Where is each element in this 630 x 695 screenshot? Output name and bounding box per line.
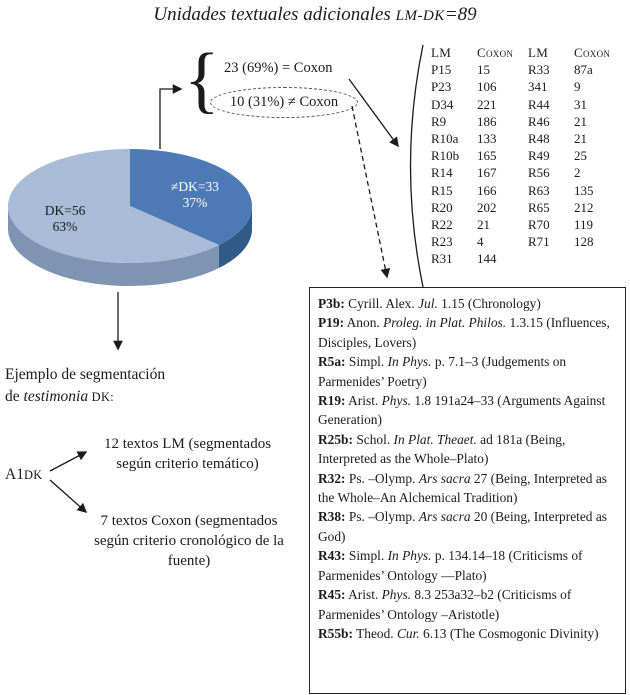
table-cell: R63 (528, 182, 550, 198)
table-cell: 128 (574, 234, 594, 250)
table-cell: 166 (477, 182, 497, 198)
table-cell: 31 (574, 96, 587, 112)
table-cell: R70 (528, 217, 550, 233)
table-header-cell: LM (431, 45, 452, 60)
table-cell: 21 (477, 217, 490, 233)
table-cell: 4 (477, 234, 484, 250)
testimonia-entry: R43: Simpl. In Phys. p. 134.14–18 (Criti… (318, 548, 583, 583)
table-cell: R20 (431, 199, 453, 215)
pie-slice (7, 149, 219, 263)
testimonia-entry: R38: Ps. –Olymp. Ars sacra 20 (Being, In… (318, 509, 608, 544)
a1dk-sub: DK (23, 468, 43, 482)
table-header-cell: Coxon (574, 45, 611, 60)
testimonia-entry: R45: Arist. Phys. 8.3 253a32–b2 (Critici… (318, 587, 572, 622)
table-cell: R22 (431, 217, 453, 233)
table-cell: 25 (574, 148, 587, 164)
figure-title: Unidades textuales adicionales LM-DK=89 (0, 4, 630, 26)
table-cell: 167 (477, 165, 497, 181)
arrow-a1-upper (49, 451, 88, 472)
table-cell: R10b (431, 148, 460, 164)
table-cell: 2 (574, 165, 581, 181)
notequal-coxon-label: 10 (31%) ≠ Coxon (229, 94, 339, 110)
title-suffix: =89 (444, 4, 477, 25)
table-cell: R15 (431, 182, 453, 198)
pie-slice-side (218, 206, 252, 269)
testimonia-entry: P3b: Cyrill. Alex. Jul. 1.15 (Chronology… (318, 296, 541, 311)
arrow-a1-lower (49, 479, 88, 513)
notequal-coxon-oval: 10 (31%) ≠ Coxon (210, 87, 358, 118)
table-cell: 341 (528, 79, 548, 95)
table-cell (574, 250, 618, 267)
table-cell: R48 (528, 131, 550, 147)
table-cell: 186 (477, 113, 497, 129)
table-cell: R46 (528, 113, 550, 129)
table-cell: 133 (477, 131, 497, 147)
table-bracket (409, 44, 424, 288)
table-cell: R56 (528, 165, 550, 181)
table-cell: R23 (431, 234, 453, 250)
table-cell: 119 (574, 217, 594, 233)
table-cell: P15 (431, 62, 452, 78)
table-cell: 212 (574, 199, 594, 215)
table-cell: R33 (528, 62, 550, 78)
table-cell (528, 250, 574, 267)
segmentation-intro: Ejemplo de segmentación de testimonia DK… (5, 364, 165, 408)
table-cell: 106 (477, 79, 497, 95)
table-cell: P23 (431, 79, 452, 95)
table-cell: 15 (477, 62, 490, 78)
a1dk-main: A1 (5, 466, 24, 483)
arrow-to-table (348, 78, 399, 148)
testimonia-entry: P19: Anon. Proleg. in Plat. Philos. 1.3.… (318, 315, 610, 350)
table-cell: 165 (477, 148, 497, 164)
segmentation-line2-dk: DK: (88, 389, 115, 404)
segmentation-line2-pre: de (5, 387, 24, 405)
table-cell: 202 (477, 199, 497, 215)
table-header-cell: LM (528, 45, 549, 60)
table-cell: R44 (528, 96, 550, 112)
table-cell: 144 (477, 251, 497, 267)
table-cell: 21 (574, 131, 587, 147)
testimonia-entry: R32: Ps. –Olymp. Ars sacra 27 (Being, In… (318, 470, 608, 506)
testimonia-box: P3b: Cyrill. Alex. Jul. 1.15 (Chronology… (309, 287, 626, 694)
table-cell: 221 (477, 96, 497, 112)
title-smallcaps: LM-DK (395, 7, 445, 24)
title-text: Unidades textuales adicionales (153, 4, 396, 25)
pie-slice-side (8, 206, 219, 286)
table-cell: R31 (431, 251, 453, 267)
branch-coxon-label: 7 textos Coxon (segmentados según criter… (94, 513, 284, 569)
equal-coxon-label: 23 (69%) = Coxon (224, 60, 333, 76)
table-cell: R14 (431, 165, 453, 181)
testimonia-entry: R25b: Schol. In Plat. Theaet. ad 181a (B… (318, 431, 566, 467)
table-cell: 87a (574, 62, 593, 78)
table-cell: R10a (431, 131, 459, 147)
table-header-cell: Coxon (477, 45, 514, 60)
segmentation-line2: de testimonia DK: (5, 388, 114, 405)
table-cell: D34 (431, 96, 454, 112)
table-cell: R65 (528, 199, 550, 215)
branch-lm-label: 12 textos LM (segmentados según criterio… (103, 436, 272, 472)
pie-slice (130, 149, 252, 246)
arrow-dashed-to-box (351, 105, 391, 279)
segmentation-line2-italic: testimonia (23, 387, 89, 405)
table-cell: 9 (574, 79, 581, 95)
table-cell: 21 (574, 113, 587, 129)
table-cell: R49 (528, 148, 550, 164)
testimonia-entry: R19: Arist. Phys. 1.8 191a24–33 (Argumen… (318, 393, 606, 428)
table-cell: 135 (574, 182, 594, 198)
table-cell: R9 (431, 113, 447, 129)
testimonia-entry: R55b: Theod. Cur. 6.13 (The Cosmogonic D… (318, 625, 599, 641)
table-cell: R71 (528, 234, 550, 250)
a1dk-node: A1DK (5, 466, 43, 484)
segmentation-line1: Ejemplo de segmentación (5, 366, 166, 383)
testimonia-entry: R5a: Simpl. In Phys. p. 7.1–3 (Judgement… (318, 354, 567, 389)
